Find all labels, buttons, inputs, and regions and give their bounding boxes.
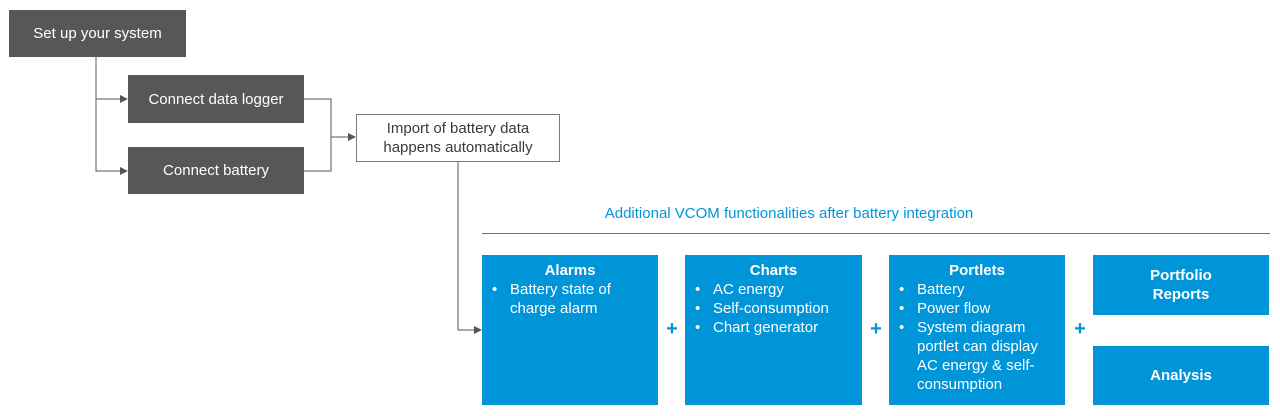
connect-battery-label: Connect battery bbox=[163, 162, 269, 179]
import-data-line1: Import of battery data bbox=[386, 120, 530, 137]
alarms-list: • Battery state of charge alarm bbox=[482, 280, 658, 318]
portfolio-reports-line1: Portfolio bbox=[1150, 267, 1212, 284]
list-item: • Self-consumption bbox=[695, 300, 829, 317]
analysis-label: Analysis bbox=[1150, 367, 1212, 384]
import-data-line2: happens automatically bbox=[383, 139, 533, 156]
portfolio-reports-line2: Reports bbox=[1152, 286, 1210, 303]
portlets-card: Portlets • Battery • Power flow • System… bbox=[889, 255, 1065, 405]
portfolio-reports-card: Portfolio Reports bbox=[1093, 255, 1269, 315]
arrow-import-to-alarms bbox=[457, 162, 482, 334]
list-item: • AC energy bbox=[695, 281, 784, 298]
plus-icon: + bbox=[1074, 318, 1086, 340]
arrow-setup-to-battery bbox=[95, 99, 128, 175]
bullet-icon: • bbox=[899, 300, 905, 317]
arrow-setup-to-logger bbox=[95, 57, 128, 103]
bullet-icon: • bbox=[492, 281, 498, 298]
analysis-card: Analysis bbox=[1093, 346, 1269, 405]
portlets-title: Portlets bbox=[949, 262, 1005, 279]
list-item: • System diagram portlet can display AC … bbox=[899, 319, 1038, 393]
list-item: • Power flow bbox=[899, 300, 991, 317]
bullet-icon: • bbox=[899, 281, 905, 298]
connect-battery-box: Connect battery bbox=[128, 147, 304, 194]
setup-system-box: Set up your system bbox=[9, 10, 186, 57]
functionalities-heading: Additional VCOM functionalities after ba… bbox=[604, 205, 974, 222]
portlets-list: • Battery • Power flow • System diagram … bbox=[889, 280, 1065, 394]
import-data-box: Import of battery data happens automatic… bbox=[356, 114, 560, 162]
bullet-icon: • bbox=[695, 319, 701, 336]
alarms-card: Alarms • Battery state of charge alarm bbox=[482, 255, 658, 405]
connect-logger-label: Connect data logger bbox=[148, 90, 284, 108]
list-item: • Battery bbox=[899, 281, 965, 298]
line-logger-merge bbox=[304, 98, 332, 172]
list-item: • Chart generator bbox=[695, 319, 819, 336]
alarms-title: Alarms bbox=[544, 262, 596, 279]
plus-icon: + bbox=[666, 318, 678, 340]
charts-list: • AC energy • Self-consumption • Chart g… bbox=[685, 280, 862, 337]
charts-card: Charts • AC energy • Self-consumption • … bbox=[685, 255, 862, 405]
setup-system-label: Set up your system bbox=[33, 25, 162, 42]
bullet-icon: • bbox=[695, 281, 701, 298]
plus-icon: + bbox=[870, 318, 882, 340]
connect-logger-box: Connect data logger bbox=[128, 75, 304, 123]
functionalities-divider bbox=[482, 233, 1270, 234]
charts-title: Charts bbox=[749, 262, 798, 279]
bullet-icon: • bbox=[695, 300, 701, 317]
list-item: • Battery state of charge alarm bbox=[492, 281, 611, 317]
bullet-icon: • bbox=[899, 319, 905, 336]
